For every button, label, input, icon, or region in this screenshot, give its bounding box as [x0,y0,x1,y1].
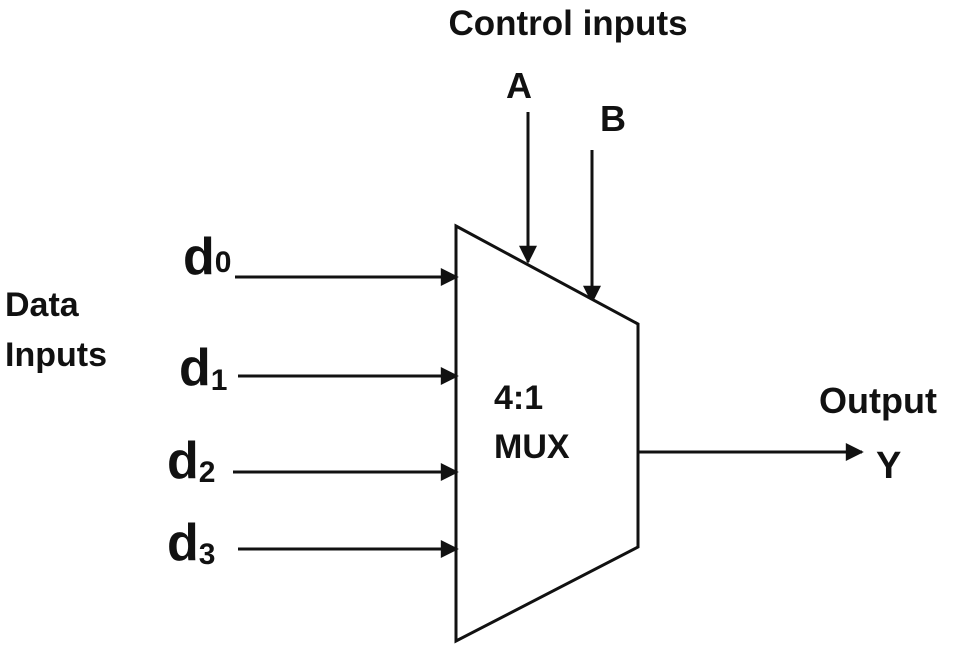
mux-block [454,223,640,644]
data-inputs-label-line1: Data [5,286,80,324]
input-d2-letter: d [167,432,199,490]
input-d3-label: d3 [167,514,215,572]
input-d0-label: d0 [183,228,231,286]
output-y-label: Y [876,445,901,487]
input-d2-subscript: 2 [199,456,216,489]
data-inputs-label-line2: Inputs [5,336,107,374]
control-inputs-title: Control inputs [448,4,687,43]
output-title: Output [819,380,937,421]
input-d0-subscript: 0 [215,246,232,279]
mux-label-ratio: 4:1 [494,379,543,417]
mux-label-name: MUX [494,428,570,466]
input-d0-letter: d [183,228,215,286]
control-a-label: A [506,65,532,106]
input-d3-subscript: 3 [199,538,216,571]
input-d1-label: d1 [179,339,227,397]
control-b-label: B [600,98,626,139]
input-d2-label: d2 [167,432,215,490]
input-d1-subscript: 1 [211,364,228,397]
input-d1-letter: d [179,339,211,397]
input-d3-letter: d [167,514,199,572]
